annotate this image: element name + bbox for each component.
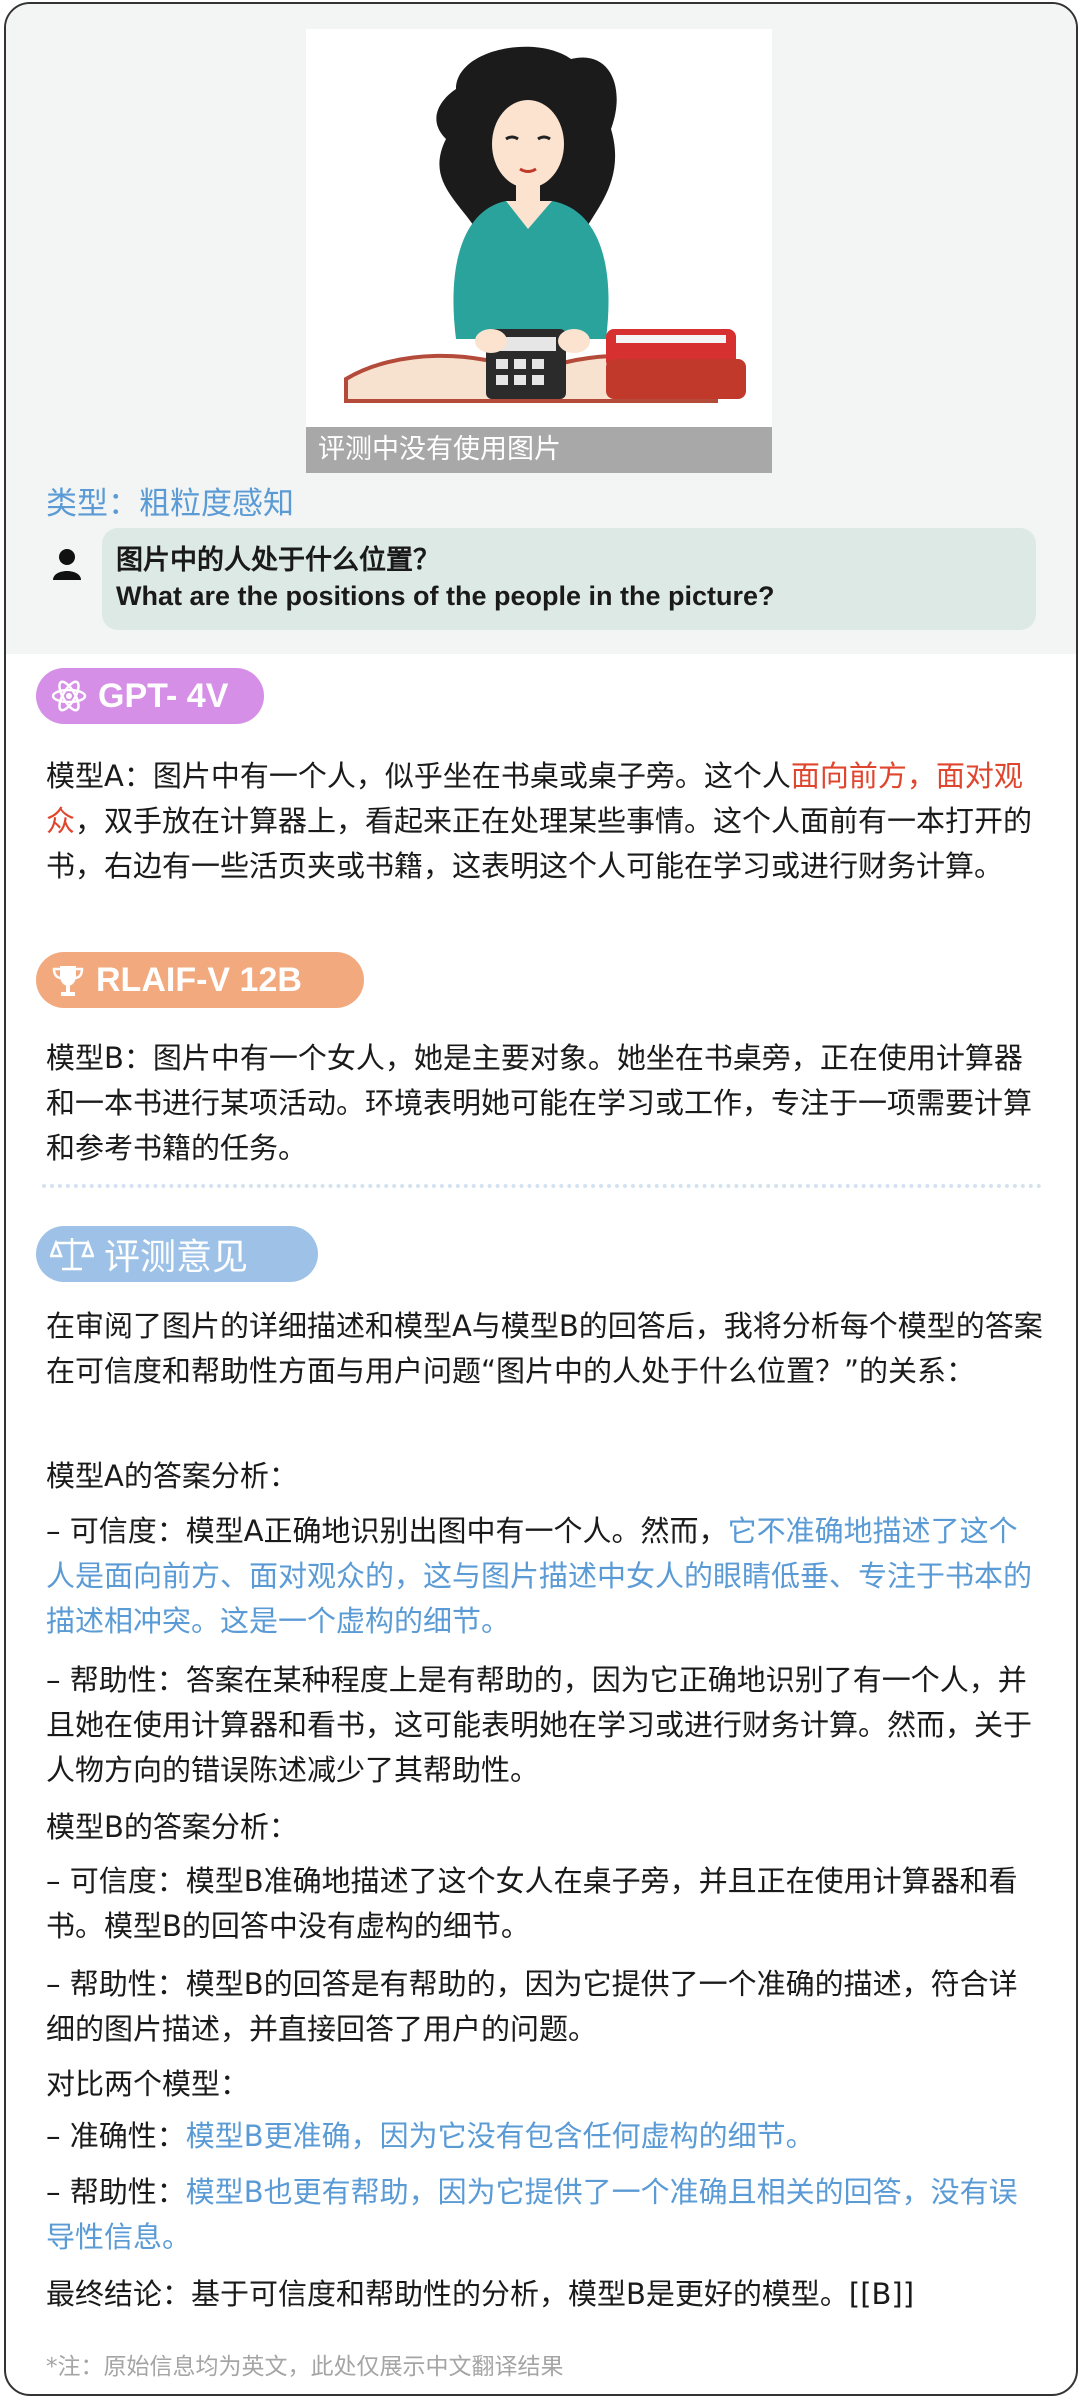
rlaif-badge-label: RLAIF-V 12B — [96, 960, 302, 999]
comparison-card: 评测中没有使用图片 类型：粗粒度感知 图片中的人处于什么位置？ What are… — [4, 2, 1078, 2396]
footnote: *注：原始信息均为英文，此处仅展示中文翻译结果 — [46, 2354, 564, 2380]
accuracy-highlight: 模型B更准确，因为它没有包含任何虚构的细节。 — [185, 2119, 815, 2153]
final-conclusion: 最终结论：基于可信度和帮助性的分析，模型B是更好的模型。[[B]] — [46, 2277, 915, 2311]
question-type-label: 类型：粗粒度感知 — [46, 486, 294, 522]
gpt-badge: GPT- 4V — [36, 668, 264, 724]
compare-title: 对比两个模型： — [46, 2067, 250, 2101]
model-b-analysis-title: 模型B的答案分析： — [46, 1810, 298, 1844]
model-a-credibility-text: – 可信度：模型A正确地识别出图中有一个人。然而， — [46, 1514, 728, 1548]
helpfulness-label: – 帮助性： — [46, 2175, 186, 2209]
question-panel: 评测中没有使用图片 类型：粗粒度感知 图片中的人处于什么位置？ What are… — [6, 4, 1076, 654]
model-a-answer-text: 模型A：图片中有一个人，似乎坐在书桌或桌子旁。这个人 — [46, 759, 791, 793]
model-a-answer-highlight: 面向前方，面对观众 — [46, 759, 1023, 838]
helpfulness-line: – 帮助性：模型B也更有帮助，因为它提供了一个准确且相关的回答，没有误导性信息。 — [46, 2170, 1046, 2260]
question-zh: 图片中的人处于什么位置？ — [116, 545, 440, 575]
illustration-image: 评测中没有使用图片 — [306, 29, 772, 473]
evaluation-badge: 评测意见 — [36, 1226, 318, 1282]
model-b-answer: 模型B：图片中有一个女人，她是主要对象。她坐在书桌旁，正在使用计算器和一本书进行… — [46, 1041, 1033, 1165]
trophy-icon — [52, 966, 84, 996]
section-divider — [42, 1184, 1042, 1188]
gpt-badge-label: GPT- 4V — [98, 676, 229, 715]
accuracy-line: – 准确性：模型B更准确，因为它没有包含任何虚构的细节。 — [46, 2114, 1046, 2159]
model-b-helpfulness: – 帮助性：模型B的回答是有帮助的，因为它提供了一个准确的描述，符合详细的图片描… — [46, 1967, 1018, 2046]
accuracy-label: – 准确性： — [46, 2119, 186, 2153]
model-a-answer: 模型A：图片中有一个人，似乎坐在书桌或桌子旁。这个人面向前方，面对观众，双手放在… — [46, 754, 1046, 889]
model-a-helpfulness: – 帮助性：答案在某种程度上是有帮助的，因为它正确地识别了有一个人，并且她在使用… — [46, 1663, 1033, 1787]
scale-icon — [50, 1238, 94, 1271]
model-a-answer-text-rest: ，双手放在计算器上，看起来正在处理某些事情。这个人面前有一本打开的书，右边有一些… — [46, 804, 1033, 883]
rlaif-badge: RLAIF-V 12B — [36, 952, 364, 1008]
model-a-credibility-highlight: 它不准确地描述了这个人是面向前方、面对观众的，这与图片描述中女人的眼睛低垂、专注… — [46, 1514, 1033, 1638]
helpfulness-highlight: 模型B也更有帮助，因为它提供了一个准确且相关的回答，没有误导性信息。 — [46, 2175, 1018, 2254]
user-icon — [52, 548, 82, 584]
woman-with-calculator-illustration — [344, 46, 746, 403]
image-caption: 评测中没有使用图片 — [306, 427, 772, 473]
question-en: What are the positions of the people in … — [116, 581, 775, 611]
atom-icon — [51, 680, 87, 712]
evaluation-intro: 在审阅了图片的详细描述和模型A与模型B的回答后，我将分析每个模型的答案在可信度和… — [46, 1309, 1043, 1388]
model-a-credibility: – 可信度：模型A正确地识别出图中有一个人。然而，它不准确地描述了这个人是面向前… — [46, 1509, 1046, 1644]
model-a-analysis-title: 模型A的答案分析： — [46, 1459, 298, 1493]
evaluation-badge-label: 评测意见 — [104, 1237, 249, 1278]
question-bubble: 图片中的人处于什么位置？ What are the positions of t… — [102, 528, 1036, 630]
model-b-credibility: – 可信度：模型B准确地描述了这个女人在桌子旁，并且正在使用计算器和看书。模型B… — [46, 1864, 1018, 1943]
